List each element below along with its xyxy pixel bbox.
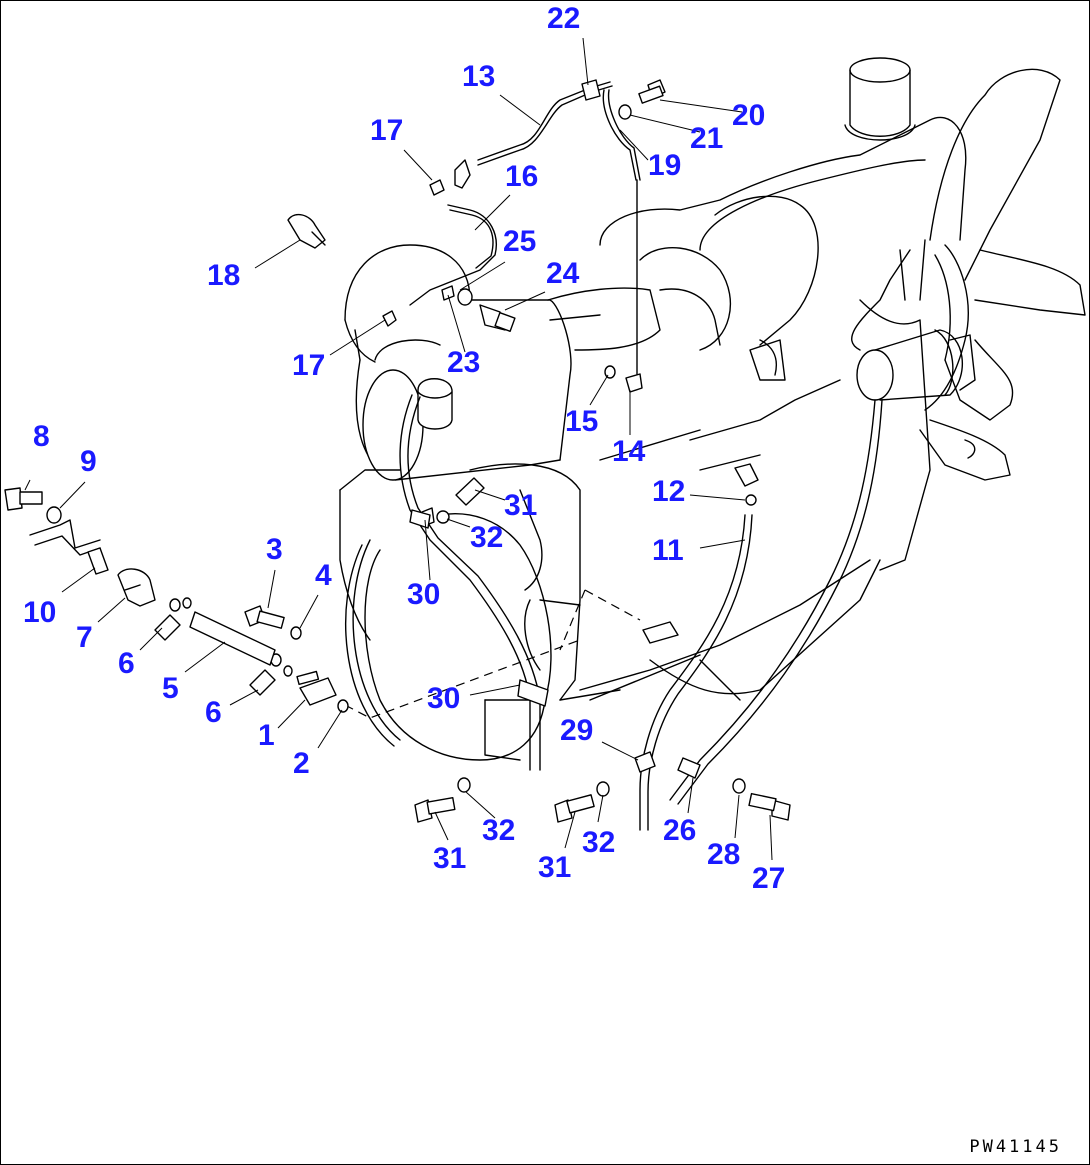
callout-5: 5: [162, 672, 179, 705]
callout-3: 3: [266, 533, 283, 566]
callout-28: 28: [707, 838, 740, 871]
callout-31a: 31: [504, 489, 537, 522]
oil-filter: [856, 329, 976, 401]
callout-20: 20: [732, 99, 765, 132]
pipes: [399, 81, 911, 831]
callout-10: 10: [23, 596, 56, 629]
callout-19: 19: [648, 149, 681, 182]
reference-lines: [344, 589, 641, 719]
callout-27: 27: [752, 862, 785, 895]
filler-neck: [844, 57, 916, 141]
callout-14: 14: [612, 435, 646, 468]
callout-23: 23: [447, 346, 480, 379]
callouts: 1 2 3 4 5 6 6 7 8 9 10 11 12 13 14 15 16…: [23, 2, 785, 895]
callout-7: 7: [76, 621, 93, 654]
callout-26: 26: [663, 814, 696, 847]
callout-13: 13: [462, 60, 495, 93]
fan: [919, 68, 1086, 481]
callout-31b: 31: [433, 842, 466, 875]
callout-25: 25: [503, 225, 536, 258]
callout-12: 12: [652, 475, 685, 508]
engine-body: [547, 116, 967, 701]
callout-4: 4: [315, 559, 332, 592]
callout-8: 8: [33, 420, 50, 453]
callout-29: 29: [560, 714, 593, 747]
callout-30a: 30: [407, 578, 440, 611]
callout-17b: 17: [292, 349, 325, 382]
callout-24: 24: [546, 257, 580, 290]
callout-15: 15: [565, 405, 598, 438]
callout-9: 9: [80, 445, 97, 478]
callout-1: 1: [258, 719, 275, 752]
callout-11: 11: [652, 534, 684, 567]
callout-2: 2: [293, 747, 310, 780]
callout-16: 16: [505, 160, 538, 193]
callout-22: 22: [547, 2, 580, 35]
callout-6a: 6: [118, 647, 135, 680]
callout-17a: 17: [370, 114, 403, 147]
callout-21: 21: [690, 122, 723, 155]
callout-32c: 32: [582, 826, 615, 859]
callout-30b: 30: [427, 682, 460, 715]
callout-32a: 32: [470, 521, 503, 554]
drawing-code: PW41145: [969, 1137, 1062, 1157]
flywheel-housing: [339, 463, 581, 761]
callout-32b: 32: [482, 814, 515, 847]
small-parts: [4, 79, 791, 823]
callout-6b: 6: [205, 696, 222, 729]
callout-18: 18: [207, 259, 240, 292]
leader-lines: [24, 37, 773, 861]
callout-31c: 31: [538, 851, 571, 884]
